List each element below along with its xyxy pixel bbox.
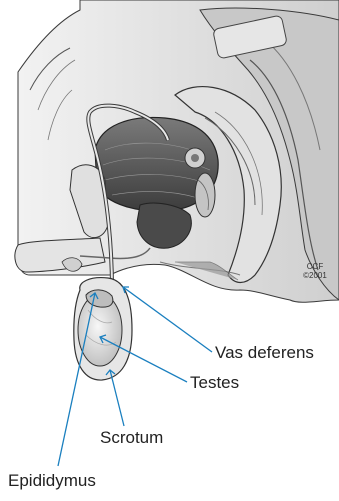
leader-vas-deferens [123,287,212,352]
seminal-vesicle [195,173,215,217]
credit-line-2: ©2001 [300,271,330,280]
label-vas-deferens: Vas deferens [215,343,314,363]
figure-credit: CCF ©2001 [300,262,330,280]
credit-line-1: CCF [300,262,330,271]
label-epididymus: Epididymus [8,471,96,491]
label-scrotum: Scrotum [100,428,163,448]
prostate [137,203,191,248]
label-testes: Testes [190,373,239,393]
leader-scrotum [110,370,124,426]
